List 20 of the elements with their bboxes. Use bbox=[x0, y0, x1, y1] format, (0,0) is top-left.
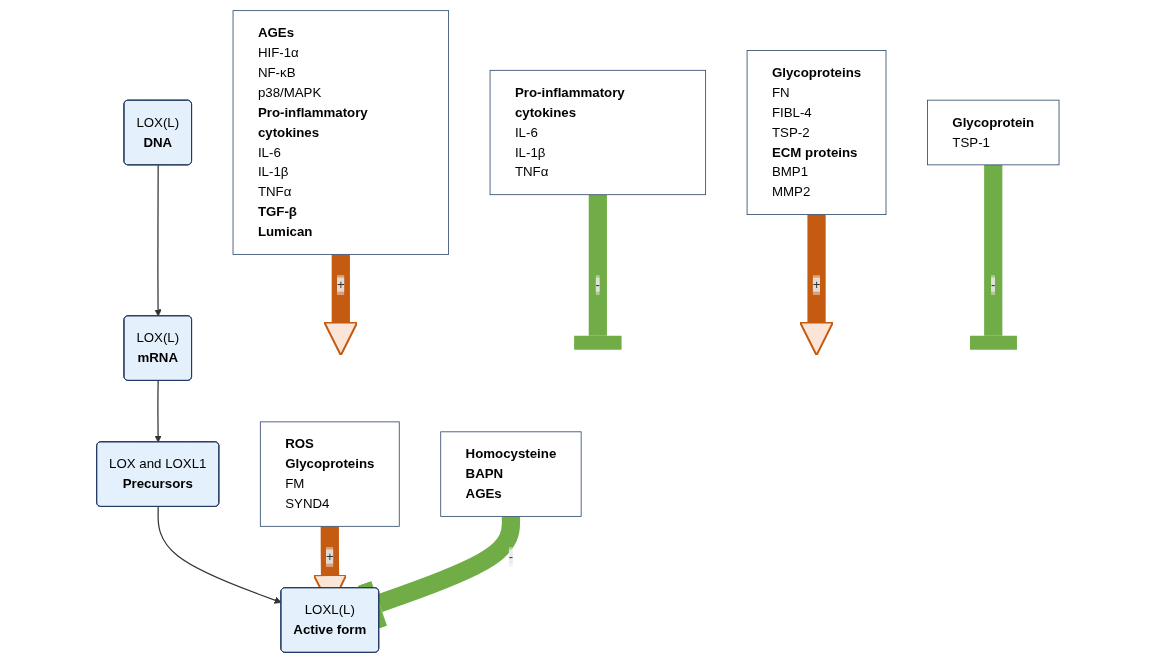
arrow bbox=[157, 506, 282, 604]
stage-box: LOX and LOXL1 Precursors bbox=[96, 441, 220, 507]
stage-box: LOX(L) DNA bbox=[123, 99, 193, 166]
factor-list-box: AGEs HIF-1α NF-κB p38/MAPK Pro-inflammatory cytokines IL-6 IL-1β TNFα TGF-β Lumican bbox=[232, 10, 450, 255]
factor-list-box: Glycoproteins FN FIBL-4 TSP-2 ECM proteins BMP1 MMP2 bbox=[746, 50, 887, 215]
stage-box: LOXL(L) Active form bbox=[280, 587, 380, 653]
arrow bbox=[154, 164, 162, 317]
edge-label: - bbox=[595, 275, 601, 295]
factor-list-box: Pro-inflammatory cytokines IL-6 IL-1β TNFα bbox=[489, 69, 707, 196]
arrow bbox=[799, 214, 835, 357]
edge-label: + bbox=[326, 547, 334, 567]
arrow bbox=[154, 380, 162, 443]
edge-label: + bbox=[337, 275, 345, 295]
factor-list-box: ROS Glycoproteins FM SYND4 bbox=[260, 421, 400, 527]
factor-list-box: Glycoprotein TSP-1 bbox=[927, 99, 1060, 166]
edge-label: - bbox=[508, 547, 514, 567]
factor-list-box: Homocysteine BAPN AGEs bbox=[440, 431, 582, 517]
edge-label: - bbox=[991, 275, 996, 295]
edge-label: + bbox=[812, 275, 821, 295]
stage-box: LOX(L) mRNA bbox=[123, 315, 193, 381]
